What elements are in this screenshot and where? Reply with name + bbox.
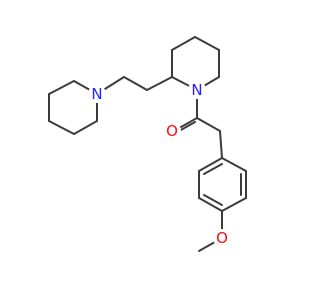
- bond: [146, 76, 173, 91]
- bond: [221, 197, 247, 212]
- left-piperidine-ring: [48, 80, 98, 135]
- bond: [219, 130, 223, 159]
- benzene-ring: [198, 157, 247, 212]
- piperidine-nitrogen-label: N: [91, 85, 102, 103]
- bond: [123, 76, 148, 91]
- bond: [171, 36, 196, 51]
- atom-label-background: [213, 229, 231, 247]
- bond: [196, 117, 221, 132]
- carbonyl-oxygen-label: O: [166, 122, 178, 140]
- structure-diagram: N N O O: [48, 36, 247, 252]
- bond: [221, 157, 247, 172]
- bond: [48, 120, 75, 135]
- atom-label-background: [188, 81, 206, 99]
- bond: [194, 36, 220, 51]
- ethyl-linker: [96, 76, 173, 95]
- atom-label-background: [163, 122, 181, 140]
- ring-nitrogen-label: N: [191, 81, 202, 99]
- aromatic-inner-bond: [203, 163, 223, 175]
- bond: [73, 120, 98, 135]
- amide-group: [171, 89, 223, 159]
- atom-label-background: [88, 85, 106, 103]
- bond: [198, 197, 223, 212]
- atom-label-group: N N O O: [88, 81, 231, 247]
- aromatic-inner-bond: [203, 194, 223, 206]
- bond: [48, 80, 75, 95]
- ether-oxygen-label: O: [216, 229, 228, 247]
- bond: [198, 157, 223, 172]
